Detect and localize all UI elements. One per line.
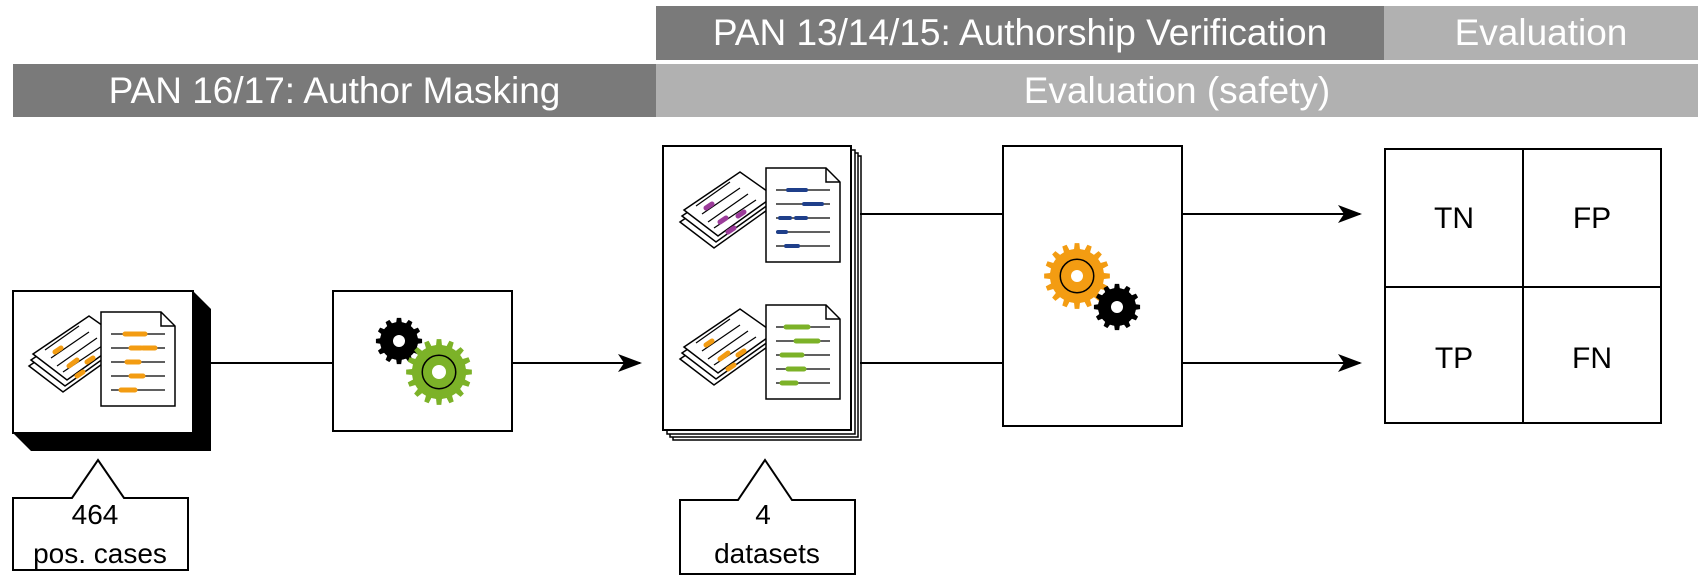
confusion-matrix: TN FP TP FN [1384, 148, 1662, 424]
datasets-number: 4 [755, 499, 771, 530]
datasets-label: datasets [714, 538, 820, 569]
positive-cases-number: 464 [72, 499, 119, 530]
gear-ring [1059, 258, 1095, 294]
matrix-cell-top-right: FP [1573, 202, 1611, 235]
datasets-box [662, 145, 862, 441]
positive-cases-callout: 464 pos. cases [12, 458, 189, 571]
verification-band-label: PAN 13/14/15: Authorship Verification [712, 12, 1328, 53]
masking-band-label: PAN 16/17: Author Masking [108, 69, 561, 111]
safety-band-label: Evaluation (safety) [1023, 69, 1331, 111]
gear-hole [1071, 270, 1083, 282]
matrix-cell-top-left: TN [1434, 202, 1474, 235]
positive-cases-label: pos. cases [33, 538, 167, 569]
masking-process-box [332, 290, 513, 432]
evaluation-band-label: Evaluation [1454, 12, 1628, 53]
matrix-cell-bottom-left: TP [1435, 342, 1473, 375]
gear-hole [432, 365, 446, 379]
verification-process-box [1002, 145, 1183, 427]
gears-icon [375, 317, 472, 405]
header-verification-band: PAN 13/14/15: Authorship Verification [656, 6, 1384, 60]
document-stack-icon [28, 311, 176, 407]
document-stack-icon [679, 304, 841, 400]
matrix-cell-bottom-right: FN [1572, 342, 1612, 375]
gear-hole [1111, 301, 1123, 313]
header-safety-band: Evaluation (safety) [656, 64, 1698, 117]
source-documents-box [12, 290, 211, 451]
gear-hole [393, 335, 405, 347]
datasets-callout: 4 datasets [679, 458, 856, 575]
gear-ring [421, 354, 457, 390]
gears-icon [1044, 243, 1141, 331]
header-evaluation-band: Evaluation [1384, 6, 1698, 60]
document-stack-icon [679, 167, 841, 263]
header-masking-band: PAN 16/17: Author Masking [13, 64, 656, 117]
